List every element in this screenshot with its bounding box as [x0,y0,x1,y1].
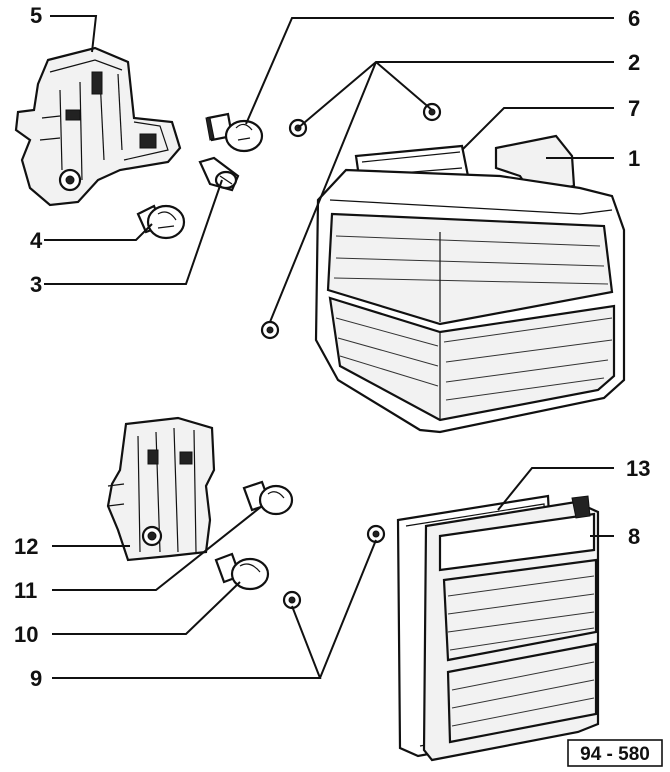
leader-2 [269,61,614,323]
callout-1: 1 [628,146,640,171]
callout-labels: 5 6 2 7 1 4 3 13 8 12 11 10 9 [14,3,650,691]
reference-code: 94 - 580 [580,744,650,765]
callout-3: 3 [30,272,42,297]
leader-9 [52,539,377,679]
callout-12: 12 [14,534,38,559]
lamp-nut-lower [260,320,280,340]
callout-4: 4 [30,228,43,253]
lamp-nut-9-lower [282,590,302,610]
callout-9: 9 [30,666,42,691]
callout-5: 5 [30,3,42,28]
leader-13 [497,467,614,511]
lower-bulb-holder [106,416,216,562]
bulb-11 [242,480,294,516]
bulb-10 [214,552,270,591]
callout-6: 6 [628,6,640,31]
leader-4 [44,223,153,241]
leader-5 [50,15,98,53]
leader-7 [461,107,614,151]
bulb-6 [205,112,264,153]
lamp-nut-9-upper [366,524,386,544]
callout-11: 11 [14,578,37,603]
callout-7: 7 [628,96,640,121]
tail-light-housing [314,134,626,434]
callout-2: 2 [628,50,640,75]
leader-11 [52,505,263,591]
reference-code-box: 94 - 580 [567,739,663,767]
leader-lines [44,15,614,679]
leader-3 [44,179,223,285]
bulb-3 [198,156,240,192]
tail-light-lens [422,495,600,762]
leader-6 [245,17,614,125]
upper-bulb-holder [14,46,182,207]
callout-10: 10 [14,622,38,647]
leader-10 [52,581,241,635]
callout-8: 8 [628,524,640,549]
bulb-4 [136,204,186,240]
callout-13: 13 [626,456,650,481]
